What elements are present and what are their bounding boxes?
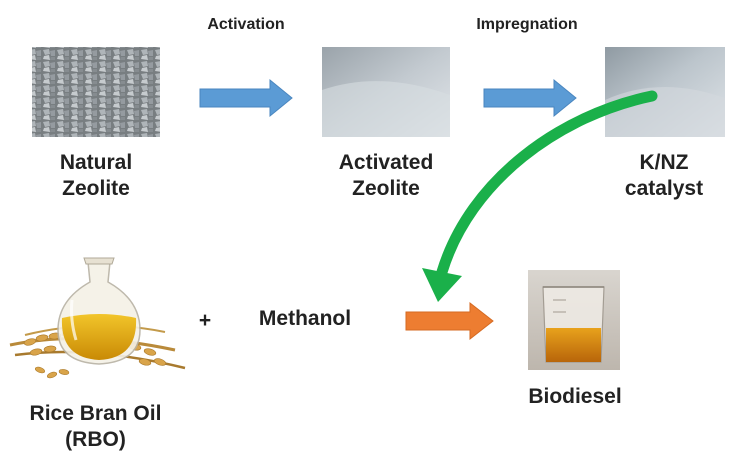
reaction-arrow: [405, 301, 494, 341]
activation-label: Activation: [207, 16, 285, 33]
activated-zeolite-label: Activated Zeolite: [338, 151, 434, 200]
catalyst-label: K/NZ catalyst: [624, 151, 704, 200]
methanol-label: Methanol: [258, 307, 352, 330]
activated-zeolite-image: [322, 47, 450, 137]
catalyst-to-reaction-arrow: [422, 90, 658, 302]
biodiesel-image: [528, 270, 620, 370]
impregnation-arrow: [483, 78, 577, 118]
rbo-label: Rice Bran Oil (RBO): [29, 402, 162, 451]
biodiesel-label: Biodiesel: [528, 385, 622, 408]
catalyst-image: [605, 47, 725, 137]
plus-sign: +: [198, 309, 212, 332]
natural-zeolite-image: [32, 47, 160, 137]
activation-arrow: [199, 78, 293, 118]
impregnation-label: Impregnation: [476, 16, 578, 33]
natural-zeolite-label: Natural Zeolite: [59, 151, 133, 200]
rice-bran-oil-image: [9, 257, 186, 379]
